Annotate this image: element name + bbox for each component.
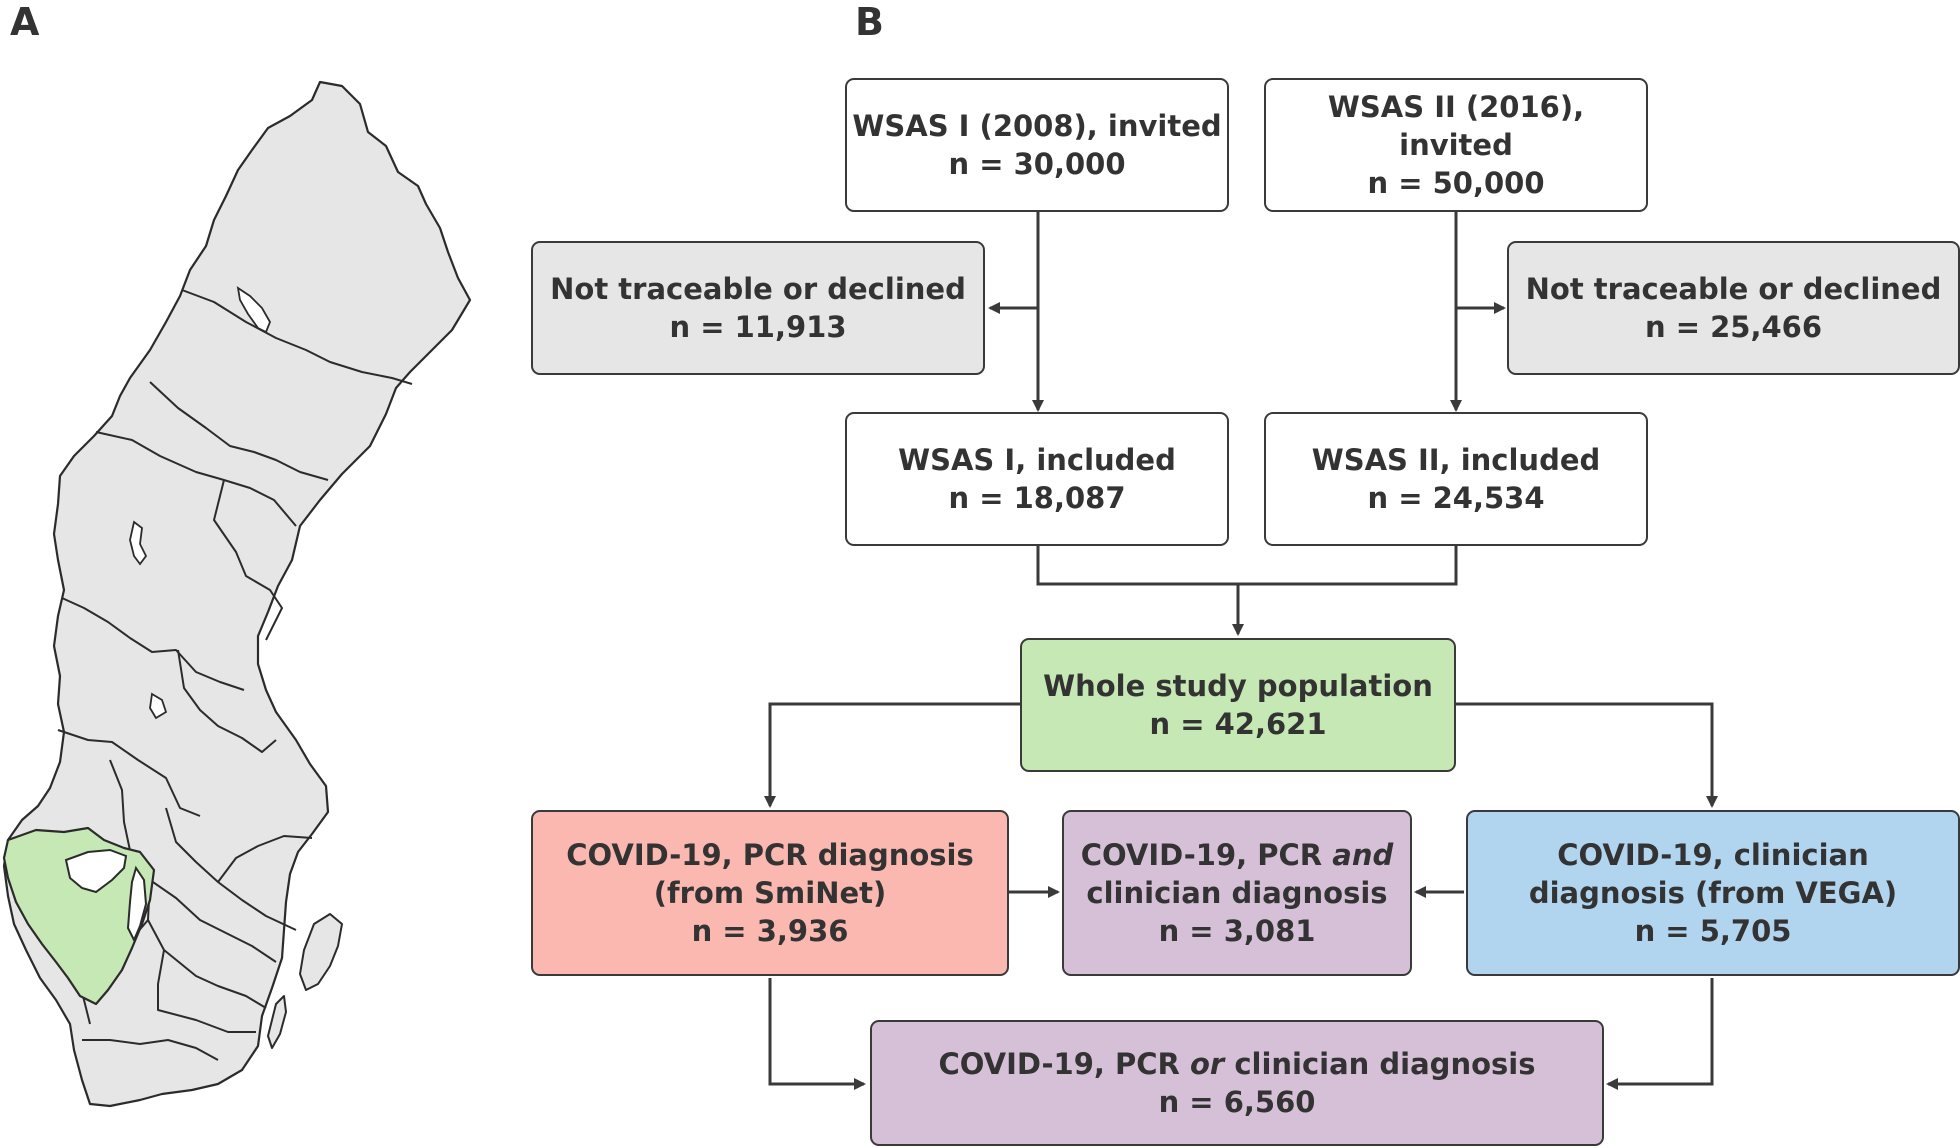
pcr-diagnosis-box: COVID-19, PCR diagnosis (from SmiNet) n …	[531, 810, 1009, 976]
lake	[236, 286, 271, 334]
wsas1-included-box: WSAS I, included n = 18,087	[845, 412, 1229, 546]
excluded2-box: Not traceable or declined n = 25,466	[1507, 241, 1960, 375]
arrow-to-clinician	[1456, 702, 1718, 808]
arrow-pcr-to-either	[768, 978, 866, 1090]
excluded1-title: Not traceable or declined	[550, 272, 966, 306]
wsas2-included-title: WSAS II, included	[1311, 443, 1601, 477]
clinician-diagnosis-box: COVID-19, clinician diagnosis (from VEGA…	[1466, 810, 1960, 976]
clinician-n: n = 5,705	[1634, 914, 1792, 948]
merge-connector	[1036, 546, 1458, 586]
county-border	[177, 649, 277, 753]
wsas1-invited-n: n = 30,000	[948, 147, 1126, 181]
wsas2-invited-title: WSAS II (2016), invited	[1327, 90, 1585, 162]
pcr-and-clinician-box: COVID-19, PCR and clinician diagnosis n …	[1062, 810, 1412, 976]
county-border	[181, 289, 413, 385]
island-oland	[267, 995, 287, 1049]
pcr-or-clinician-box: COVID-19, PCR or clinician diagnosis n =…	[870, 1020, 1604, 1146]
wsas2-included-n: n = 24,534	[1367, 481, 1545, 515]
whole-population-title: Whole study population	[1043, 669, 1433, 703]
either-line1-pre: COVID-19, PCR	[938, 1047, 1190, 1081]
lake	[129, 520, 148, 566]
wsas2-invited-box: WSAS II (2016), invited n = 50,000	[1264, 78, 1648, 212]
pcr-n: n = 3,936	[691, 914, 849, 948]
panel-label-a: A	[10, 0, 40, 44]
whole-population-box: Whole study population n = 42,621	[1020, 638, 1456, 772]
lake-vattern	[126, 865, 148, 943]
excluded1-n: n = 11,913	[669, 310, 847, 344]
both-line1: COVID-19, PCR and	[1081, 836, 1393, 874]
county-border	[213, 479, 283, 641]
county-border	[82, 1039, 219, 1061]
wsas1-included-n: n = 18,087	[948, 481, 1126, 515]
island-gotland	[299, 913, 343, 991]
county-border	[95, 431, 297, 527]
wsas2-invited-n: n = 50,000	[1367, 166, 1545, 200]
sweden-map	[2, 80, 472, 1108]
either-line1-post: clinician diagnosis	[1224, 1047, 1536, 1081]
excluded2-title: Not traceable or declined	[1525, 272, 1942, 306]
wsas1-invited-box: WSAS I (2008), invited n = 30,000	[845, 78, 1229, 212]
whole-population-n: n = 42,621	[1149, 707, 1327, 741]
county-border	[57, 729, 201, 817]
excluded1-box: Not traceable or declined n = 11,913	[531, 241, 985, 375]
lake	[149, 692, 168, 720]
either-line1-em: or	[1189, 1047, 1225, 1081]
both-line1-pre: COVID-19, PCR	[1080, 838, 1333, 872]
both-n: n = 3,081	[1158, 914, 1316, 948]
county-border	[61, 597, 245, 691]
county-border	[157, 949, 256, 1033]
either-line1: COVID-19, PCR or clinician diagnosis	[939, 1045, 1536, 1083]
county-border	[217, 835, 313, 883]
pcr-line1: COVID-19, PCR diagnosis	[566, 838, 974, 872]
wsas1-included-title: WSAS I, included	[898, 443, 1176, 477]
both-line1-em: and	[1332, 838, 1394, 872]
lake-vanern	[64, 848, 128, 894]
excluded2-n: n = 25,466	[1644, 310, 1823, 344]
arrow-clinician-to-either	[1606, 978, 1714, 1090]
wsas1-invited-title: WSAS I (2008), invited	[852, 109, 1222, 143]
both-line2: clinician diagnosis	[1086, 876, 1388, 910]
panel-label-b: B	[855, 0, 884, 44]
clinician-line2: diagnosis (from VEGA)	[1528, 876, 1898, 910]
arrow-to-pcr	[764, 702, 1020, 808]
pcr-line2: (from SmiNet)	[653, 876, 887, 910]
either-n: n = 6,560	[1158, 1085, 1316, 1119]
county-border	[149, 381, 329, 481]
wsas2-included-box: WSAS II, included n = 24,534	[1264, 412, 1648, 546]
clinician-line1: COVID-19, clinician	[1557, 838, 1869, 872]
